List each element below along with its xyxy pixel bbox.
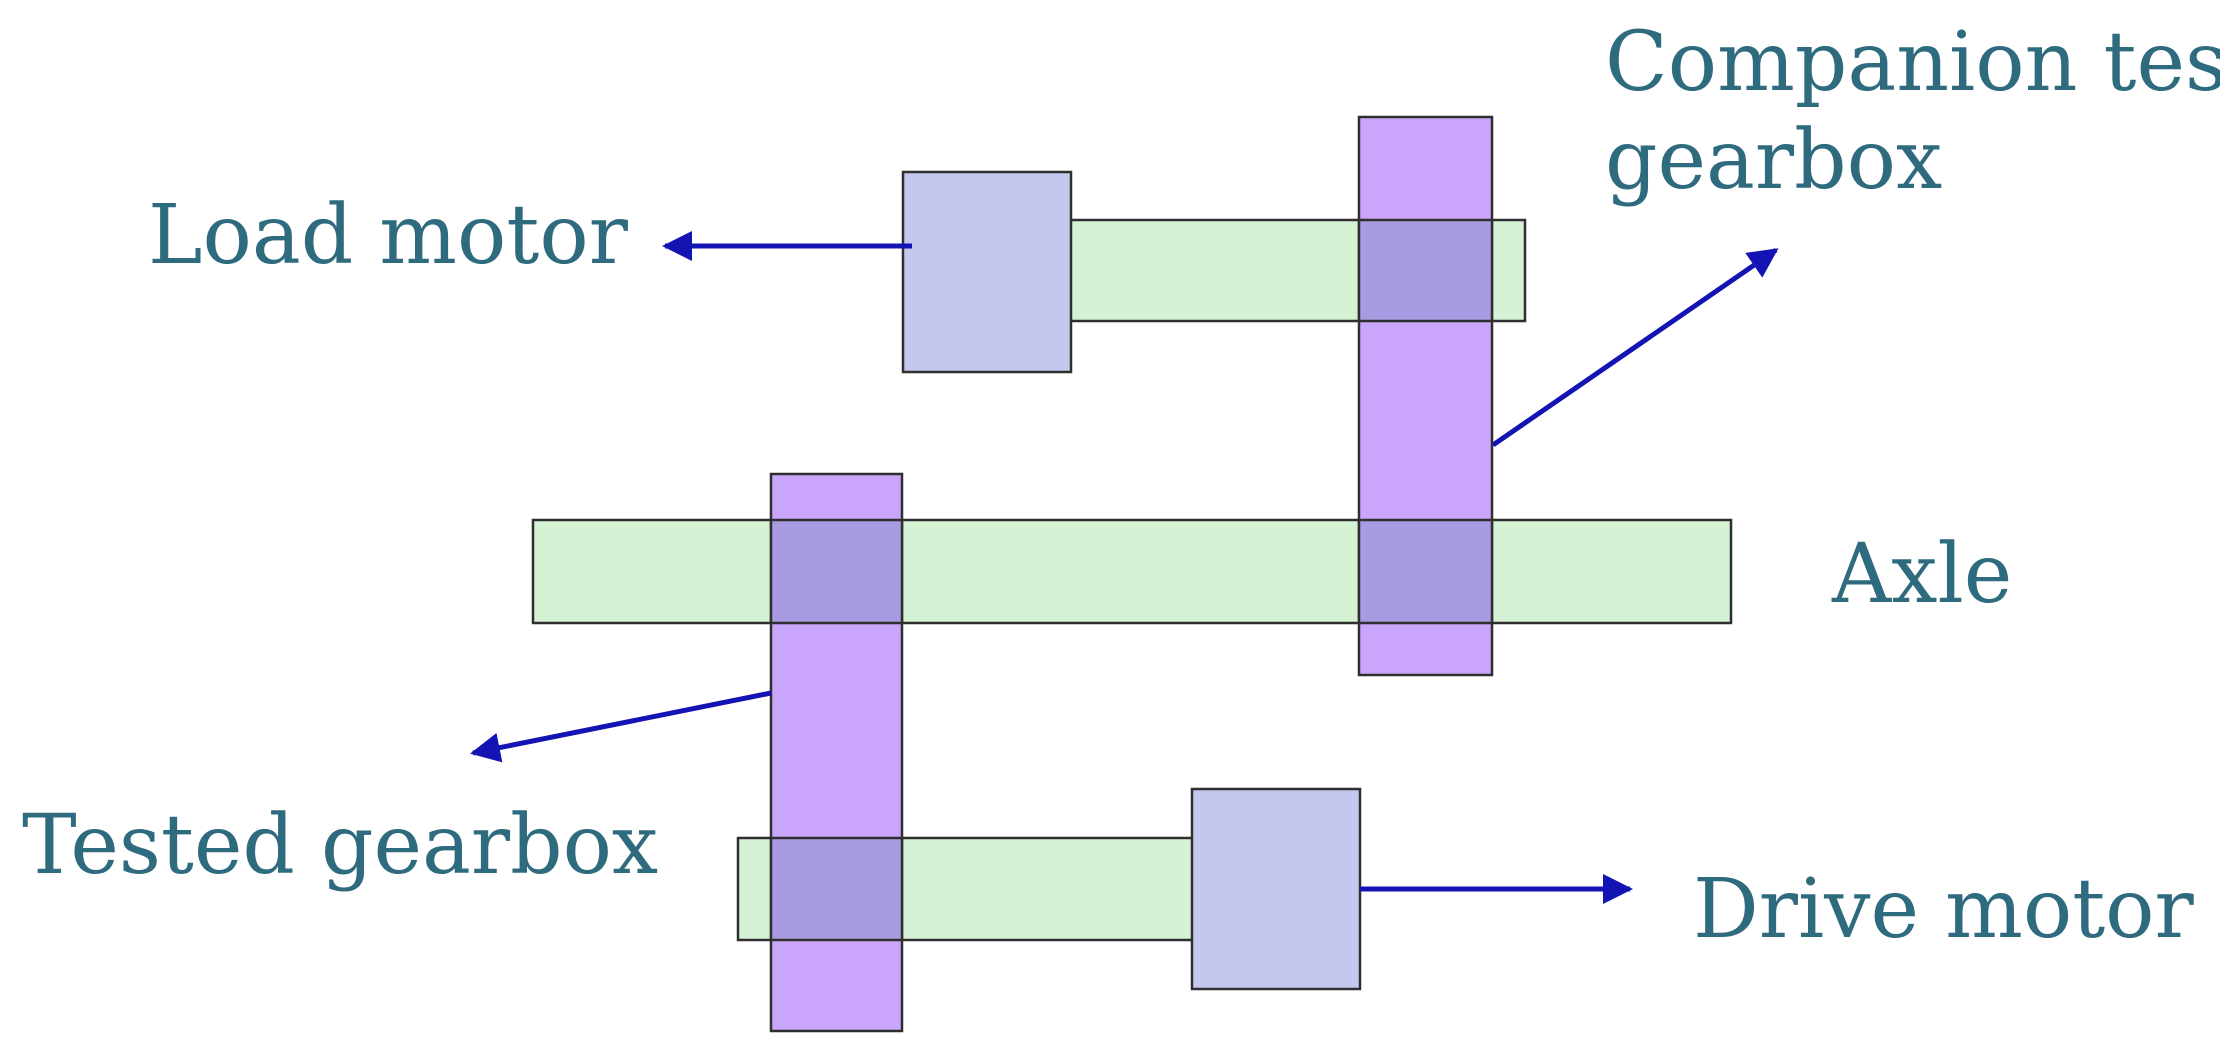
companion-gearbox-arrow	[1491, 247, 1779, 448]
load-motor-label: Load motor	[148, 188, 629, 283]
overlap-axle-companion	[1357, 518, 1494, 625]
drive-motor-label: Drive motor	[1693, 862, 2195, 957]
drive-motor-block	[1190, 787, 1362, 991]
tested-gearbox-label: Tested gearbox	[22, 798, 658, 893]
overlap-axle-tested	[769, 518, 904, 625]
load-motor-block	[901, 170, 1073, 374]
axle-label: Axle	[1831, 527, 2012, 622]
companion-gearbox-label-line2: gearbox	[1605, 113, 1942, 208]
tested-gearbox-arrow	[470, 690, 772, 763]
axle-shaft	[531, 518, 1733, 625]
companion-gearbox-label-line1: Companion test	[1605, 15, 2220, 110]
overlap-upper-shaft-companion	[1357, 218, 1494, 323]
overlap-lower-shaft-tested	[769, 836, 904, 942]
